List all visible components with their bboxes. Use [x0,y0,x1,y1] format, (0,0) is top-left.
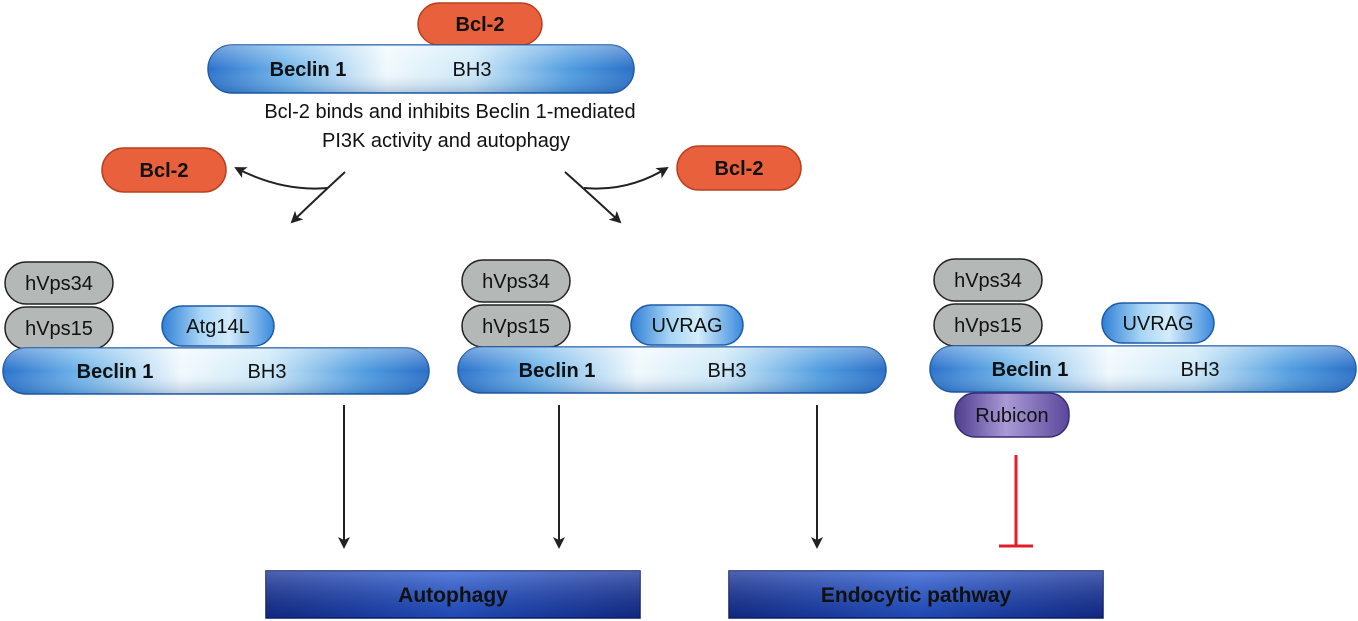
bh3-2-label: BH3 [708,360,747,382]
complex-uvrag-rubicon: hVps34 hVps15 UVRAG Beclin 1 BH3 Rubicon [929,258,1357,438]
beclin1-2-label: Beclin 1 [519,360,596,382]
complex-atg14l: hVps34 hVps15 Atg14L Beclin 1 BH3 [2,261,430,395]
hvps15-3-label: hVps15 [954,315,1022,337]
uvrag-2: UVRAG [630,304,744,346]
outcome-endocytic: Endocytic pathway [728,570,1104,619]
uvrag-3: UVRAG [1101,302,1215,344]
hvps34-1: hVps34 [4,261,114,305]
bcl2-released-left: Bcl-2 [101,147,227,193]
complex-uvrag: hVps34 hVps15 UVRAG Beclin 1 BH3 [457,259,887,394]
hvps34-2: hVps34 [461,259,571,303]
arrow-release-left-bcl2 [234,167,329,190]
autophagy-label: Autophagy [398,584,508,607]
uvrag-2-label: UVRAG [651,315,722,337]
endocytic-label: Endocytic pathway [821,584,1012,607]
uvrag-3-label: UVRAG [1122,313,1193,335]
inhibition-symbol [999,455,1033,548]
bh3-top-label: BH3 [453,59,492,81]
rubicon-label: Rubicon [975,405,1048,427]
bcl2-left-label: Bcl-2 [140,160,189,182]
outcome-autophagy: Autophagy [265,570,641,619]
hvps34-2-label: hVps34 [482,271,550,293]
beclin1-3-label: Beclin 1 [992,359,1069,381]
top-complex: Bcl-2 Beclin 1 BH3 Bcl-2 binds and inhib… [207,2,636,152]
beclin1-3: Beclin 1 BH3 [929,345,1357,393]
hvps34-3: hVps34 [933,258,1043,302]
pathway-arrows [338,405,823,549]
caption-line-2: PI3K activity and autophagy [322,130,570,152]
caption-line-1: Bcl-2 binds and inhibits Beclin 1-mediat… [264,101,635,123]
beclin1-top: Beclin 1 BH3 [207,44,635,94]
bh3-3-label: BH3 [1181,359,1220,381]
arrow-to-middle-complex [564,171,622,224]
arrow-release-right-bcl2 [583,166,669,190]
hvps15-3: hVps15 [933,303,1043,347]
beclin1-2: Beclin 1 BH3 [457,346,887,394]
hvps34-1-label: hVps34 [25,273,93,295]
atg14l-1: Atg14L [161,305,275,347]
hvps34-3-label: hVps34 [954,270,1022,292]
beclin1-1-label: Beclin 1 [77,361,154,383]
rubicon: Rubicon [954,392,1070,438]
bh3-1-label: BH3 [248,361,287,383]
bcl2-released-right: Bcl-2 [676,145,802,191]
beclin1-top-label: Beclin 1 [270,59,347,81]
bcl2-bound: Bcl-2 [417,2,543,46]
hvps15-1: hVps15 [4,306,114,350]
bcl2-right-label: Bcl-2 [715,158,764,180]
dissociation-arrows [234,166,669,224]
atg14l-1-label: Atg14L [186,316,249,338]
bcl2-bound-label: Bcl-2 [456,14,505,36]
beclin1-1: Beclin 1 BH3 [2,347,430,395]
hvps15-2: hVps15 [461,304,571,348]
hvps15-1-label: hVps15 [25,318,93,340]
hvps15-2-label: hVps15 [482,316,550,338]
arrow-to-left-complex [290,171,346,224]
